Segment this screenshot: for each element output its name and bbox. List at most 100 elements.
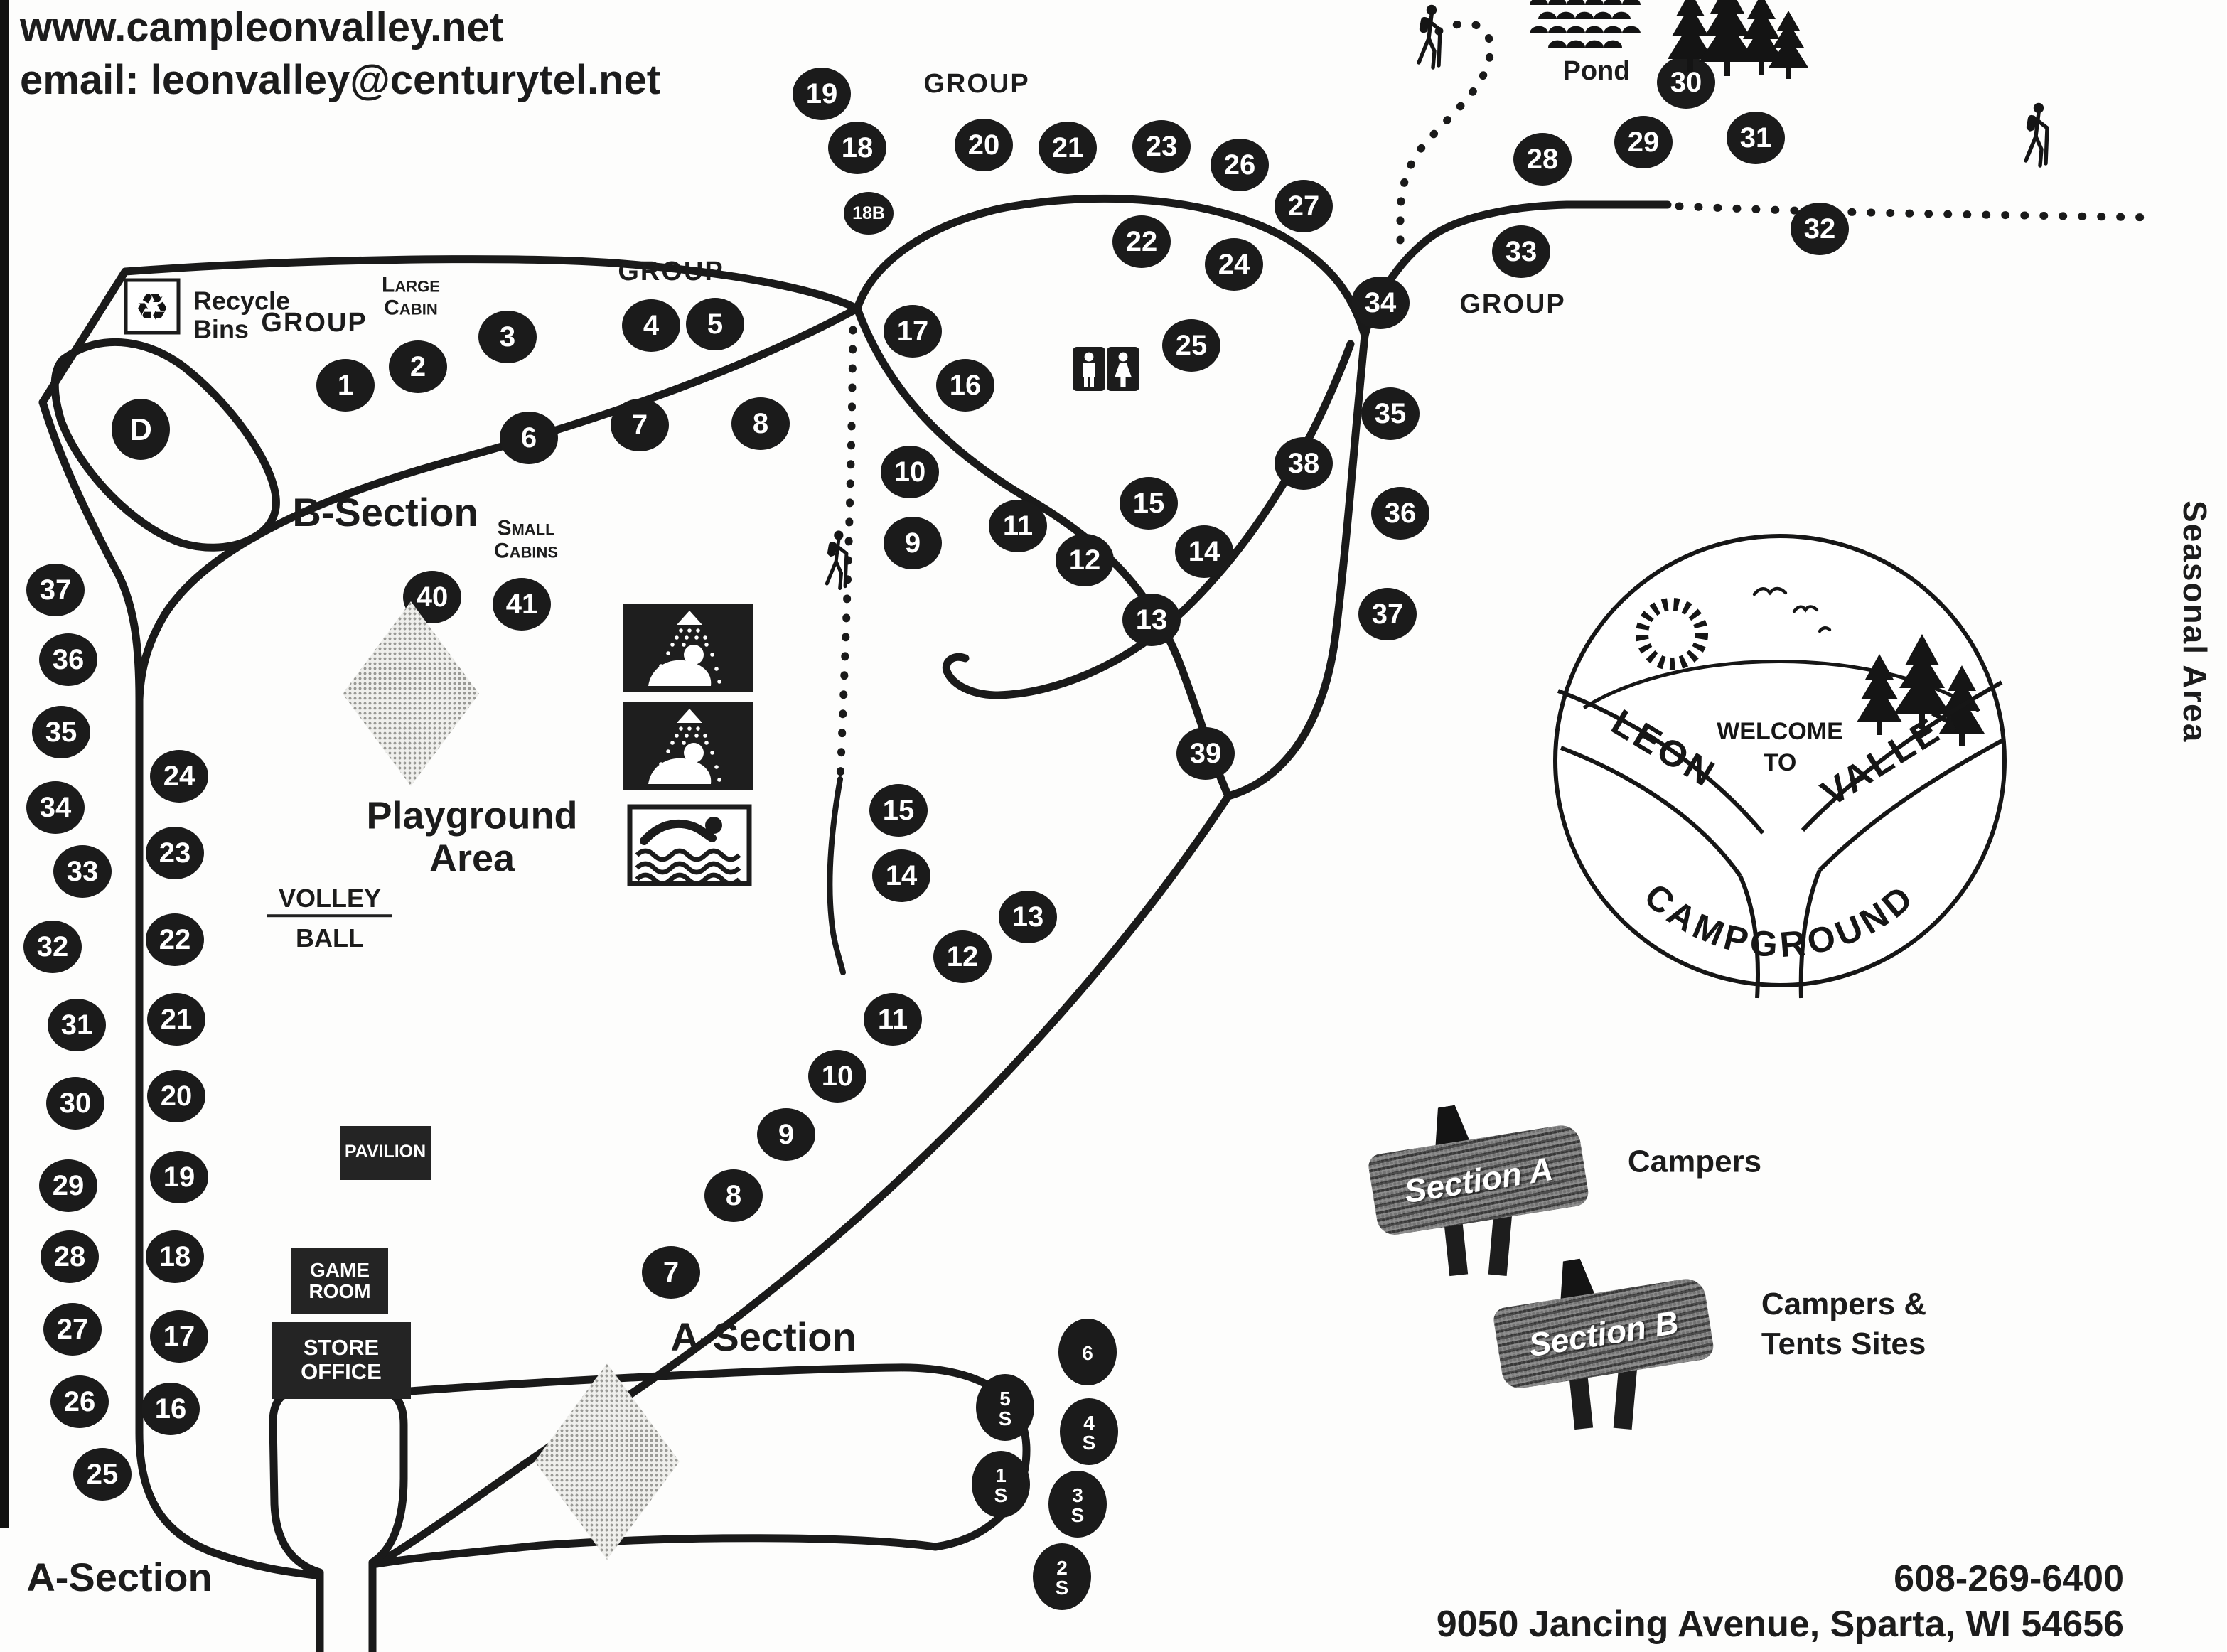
label-group: GROUP: [1459, 290, 1566, 320]
site-marker-14: 14: [1175, 525, 1233, 578]
site-marker-17: 17: [150, 1310, 208, 1363]
road-b-curve: [135, 304, 862, 704]
site-marker-d: D: [112, 399, 170, 460]
site-marker-13: 13: [1122, 594, 1181, 646]
label-campers-: Campers &Tents Sites: [1761, 1286, 1927, 1361]
site-marker-7: 7: [642, 1246, 700, 1299]
building-pavilion: PAVILION: [340, 1126, 431, 1180]
road-store-loop-driveway: [269, 1385, 408, 1652]
trail-dotted-center: [836, 326, 857, 783]
birds-icon: [1752, 586, 1832, 633]
label-a-section: A-Section: [26, 1555, 213, 1599]
site-marker-27: 27: [43, 1303, 102, 1356]
road-loop-top: [853, 194, 1369, 340]
site-marker-7: 7: [611, 399, 669, 451]
site-marker-15: 15: [1120, 477, 1178, 530]
site-marker-22: 22: [146, 913, 204, 966]
site-marker-10: 10: [881, 446, 939, 498]
site-marker-9: 9: [757, 1108, 815, 1161]
site-marker-14: 14: [872, 849, 930, 902]
site-marker-30: 30: [1657, 56, 1715, 109]
site-marker-3: 3: [478, 311, 537, 363]
label-group: GROUP: [618, 257, 724, 287]
header-contact-block: www.campleonvalley.net email: leonvalley…: [20, 3, 660, 108]
phone-number: 608-269-6400: [1894, 1557, 2124, 1599]
site-marker-31: 31: [48, 999, 106, 1051]
trail-dotted-pond: [1396, 19, 1495, 252]
site-marker-19: 19: [150, 1151, 208, 1203]
recycle-icon: ♻: [124, 278, 181, 342]
trail-dotted-right: [1675, 202, 2159, 222]
road-a-loop: [372, 1363, 1031, 1568]
site-marker-6: 6: [1058, 1319, 1117, 1385]
site-marker-34: 34: [1351, 277, 1410, 329]
site-marker-20: 20: [955, 119, 1013, 171]
restroom-women-icon: [1107, 347, 1139, 398]
site-marker-21: 21: [147, 993, 205, 1046]
site-marker-24: 24: [150, 750, 208, 803]
shower-icon: [623, 604, 753, 699]
pond-icon: [1525, 0, 1648, 60]
trees-icon: [1665, 0, 1810, 86]
site-marker-21: 21: [1039, 122, 1097, 174]
site-marker-18: 18: [146, 1230, 204, 1283]
site-marker-27: 27: [1275, 180, 1333, 232]
label-group: GROUP: [261, 309, 367, 338]
site-marker-28: 28: [41, 1230, 99, 1283]
site-marker-37: 37: [1358, 588, 1417, 640]
site-marker-8: 8: [731, 397, 790, 450]
hiker-icon: [2014, 101, 2060, 175]
scan-edge-bar: [0, 0, 9, 1528]
sign-board: Section A: [1366, 1122, 1591, 1238]
road-right-descend: [1224, 331, 1369, 800]
site-marker-31: 31: [1727, 112, 1785, 164]
site-marker-16: 16: [141, 1383, 200, 1435]
site-marker-24: 24: [1205, 238, 1263, 291]
site-marker-28: 28: [1513, 133, 1572, 186]
site-marker-13: 13: [999, 891, 1057, 943]
site-marker-33: 33: [53, 845, 112, 898]
site-marker-26: 26: [1211, 139, 1269, 191]
sign-board: Section B: [1491, 1276, 1716, 1391]
site-marker-8: 8: [704, 1169, 763, 1222]
site-marker-36: 36: [1371, 487, 1429, 540]
label-pond: Pond: [1562, 57, 1631, 87]
site-marker-41: 41: [493, 578, 551, 631]
site-marker-25: 25: [73, 1448, 132, 1501]
site-marker-18b: 18B: [844, 192, 894, 235]
restroom-men-icon: [1073, 347, 1105, 398]
site-marker-22: 22: [1112, 215, 1171, 268]
seasonal-area-label: Seasonal Area: [2177, 500, 2213, 744]
site-marker-23: 23: [1132, 120, 1191, 173]
label-group: GROUP: [923, 70, 1030, 100]
site-marker-37: 37: [26, 564, 85, 616]
logo-welcome: WELCOME: [1717, 718, 1843, 745]
site-marker-16: 16: [936, 359, 994, 412]
campground-logo: WELCOME TO LEON VALLEY CAMPGROUND: [1553, 534, 2007, 999]
site-marker-29: 29: [1614, 116, 1673, 168]
logo-to: TO: [1764, 749, 1797, 776]
site-marker-10: 10: [808, 1050, 866, 1103]
site-marker-11: 11: [864, 993, 922, 1046]
label-campers: Campers: [1627, 1143, 1762, 1179]
wood-sign-section-a: Section A: [1366, 1139, 1591, 1277]
site-marker-23: 23: [146, 827, 204, 879]
site-marker-5: 5: [686, 298, 744, 350]
site-marker-30: 30: [46, 1077, 104, 1130]
swim-icon: [627, 804, 752, 894]
site-marker-6: 6: [500, 412, 558, 464]
site-marker-39: 39: [1176, 727, 1235, 780]
site-marker-33: 33: [1492, 225, 1550, 278]
site-marker-12: 12: [933, 930, 992, 983]
